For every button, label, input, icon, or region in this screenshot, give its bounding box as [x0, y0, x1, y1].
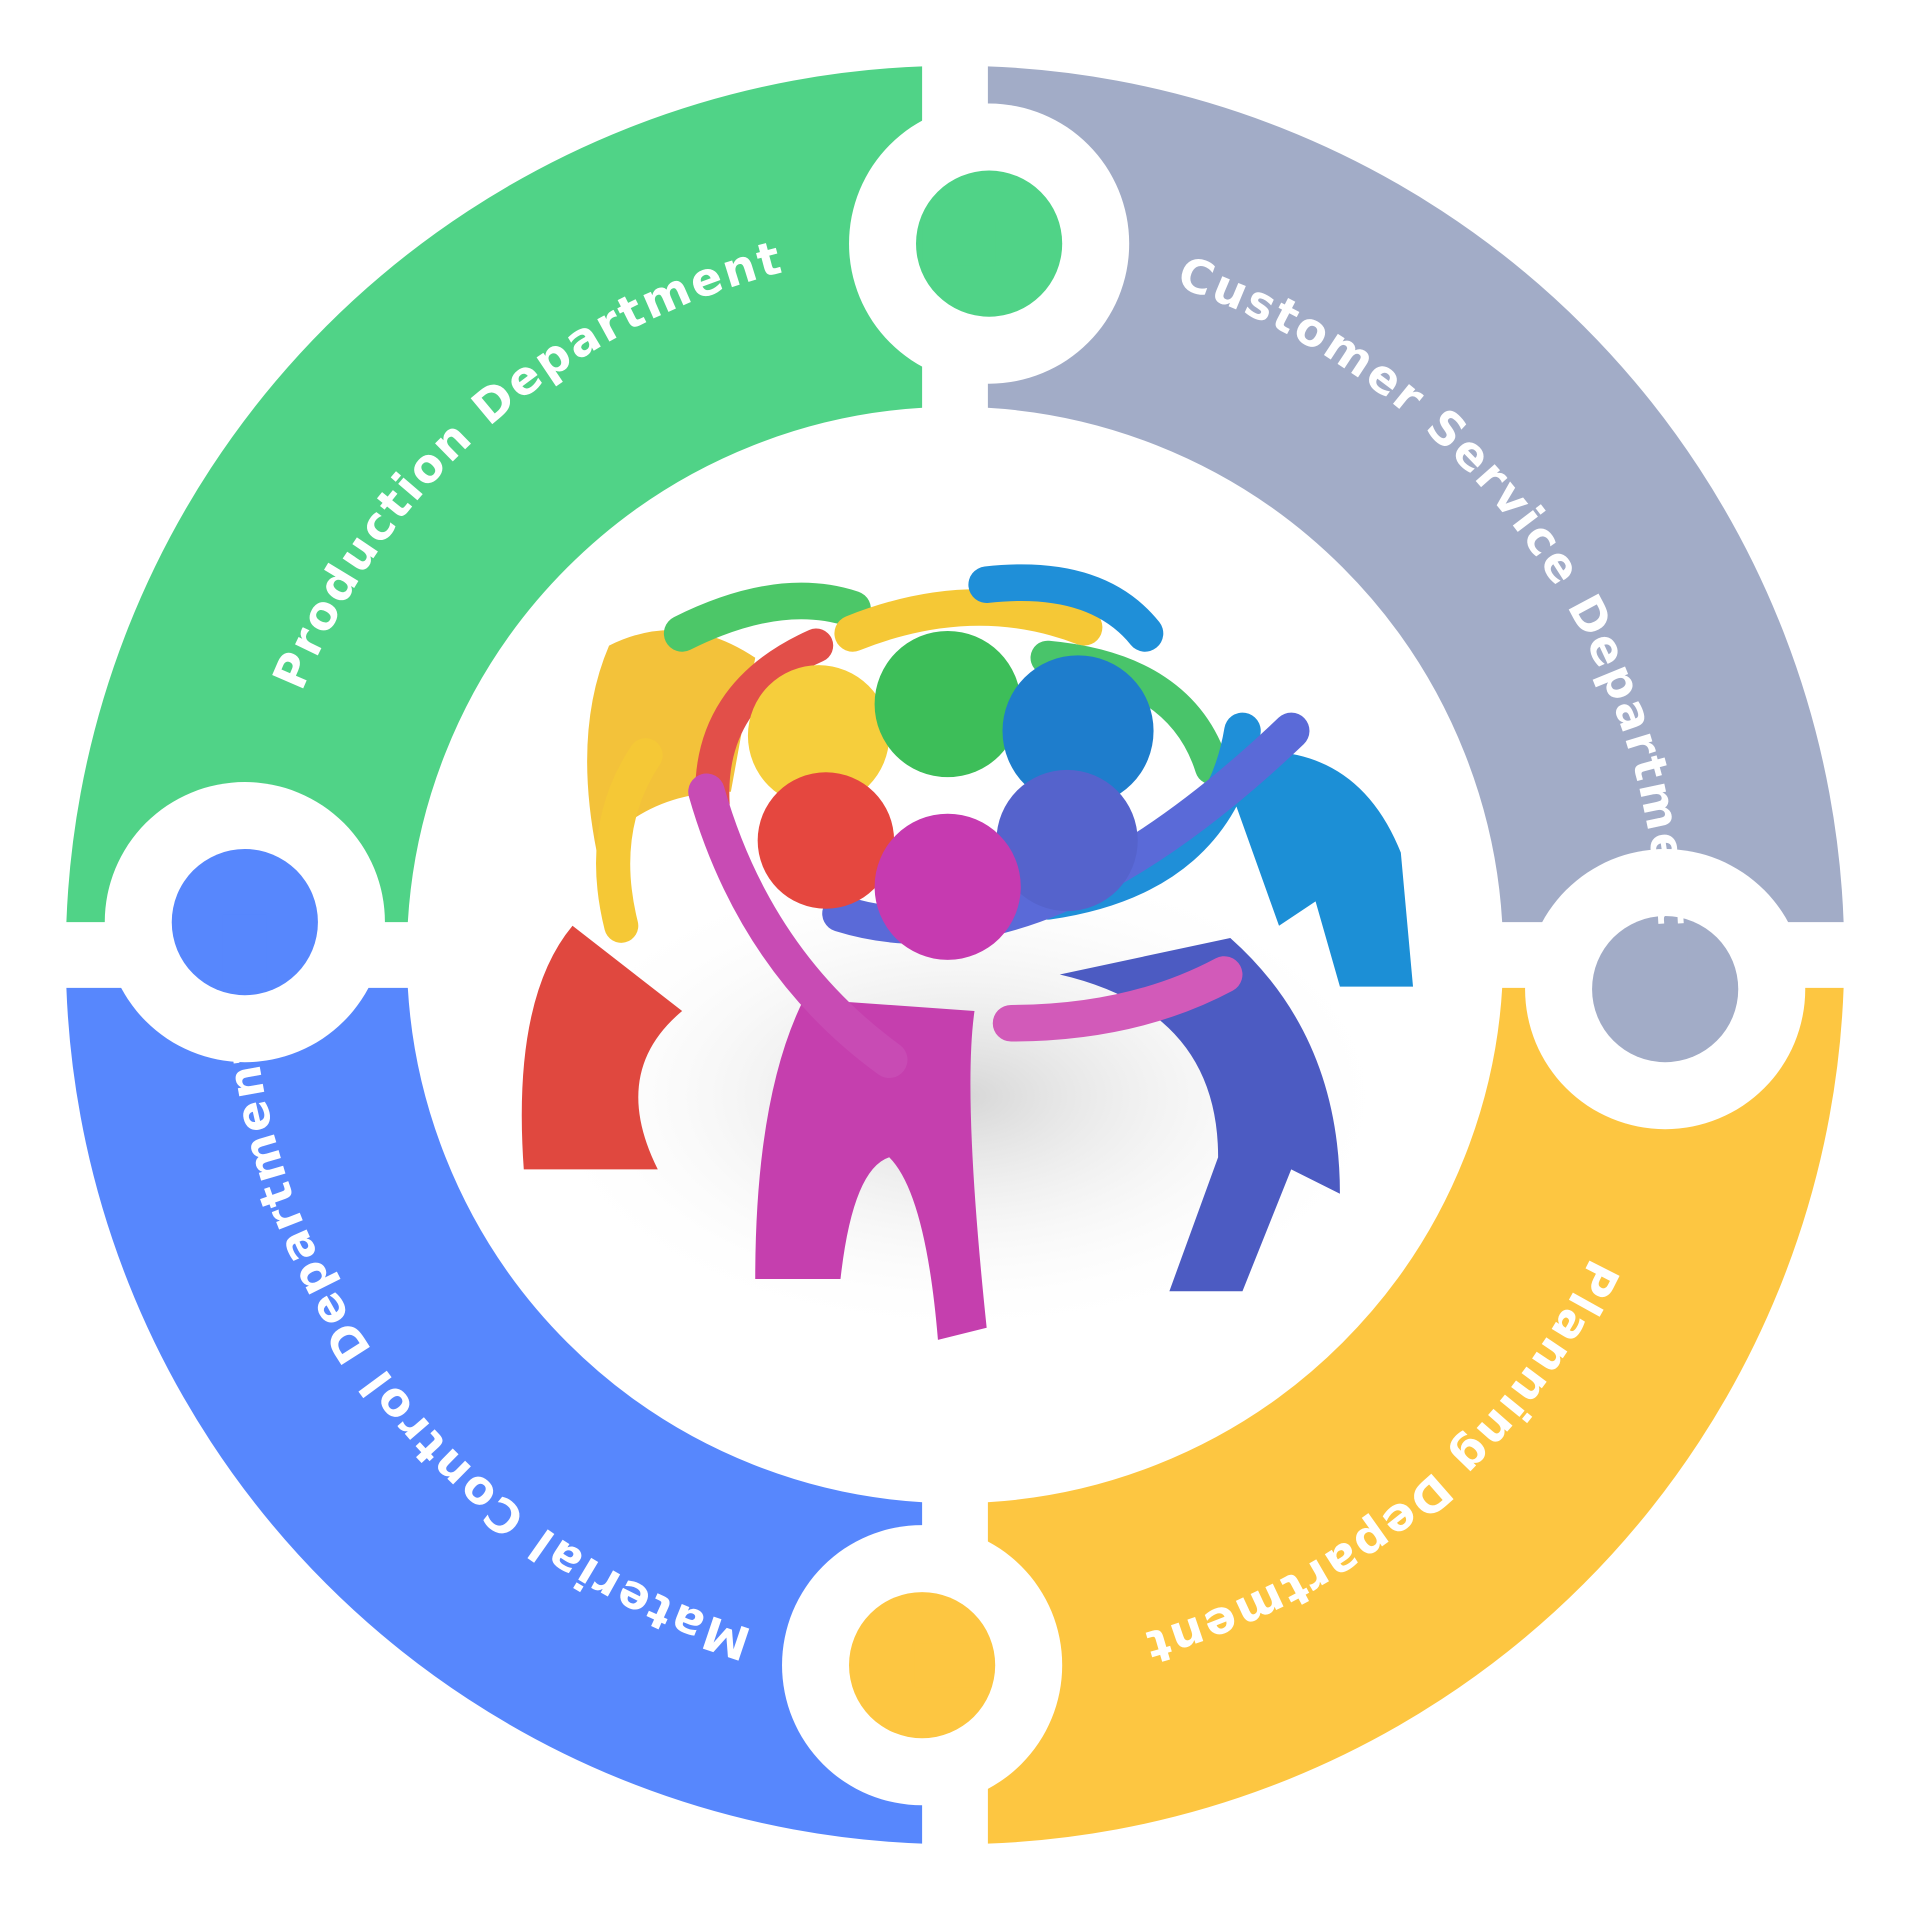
puzzle-tab-neck — [914, 1643, 988, 1688]
team-huddle-figures-icon — [521, 564, 1414, 1340]
puzzle-tab-neck — [922, 221, 996, 266]
puzzle-tab-neck — [1643, 922, 1688, 996]
puzzle-tab-neck — [222, 914, 267, 988]
